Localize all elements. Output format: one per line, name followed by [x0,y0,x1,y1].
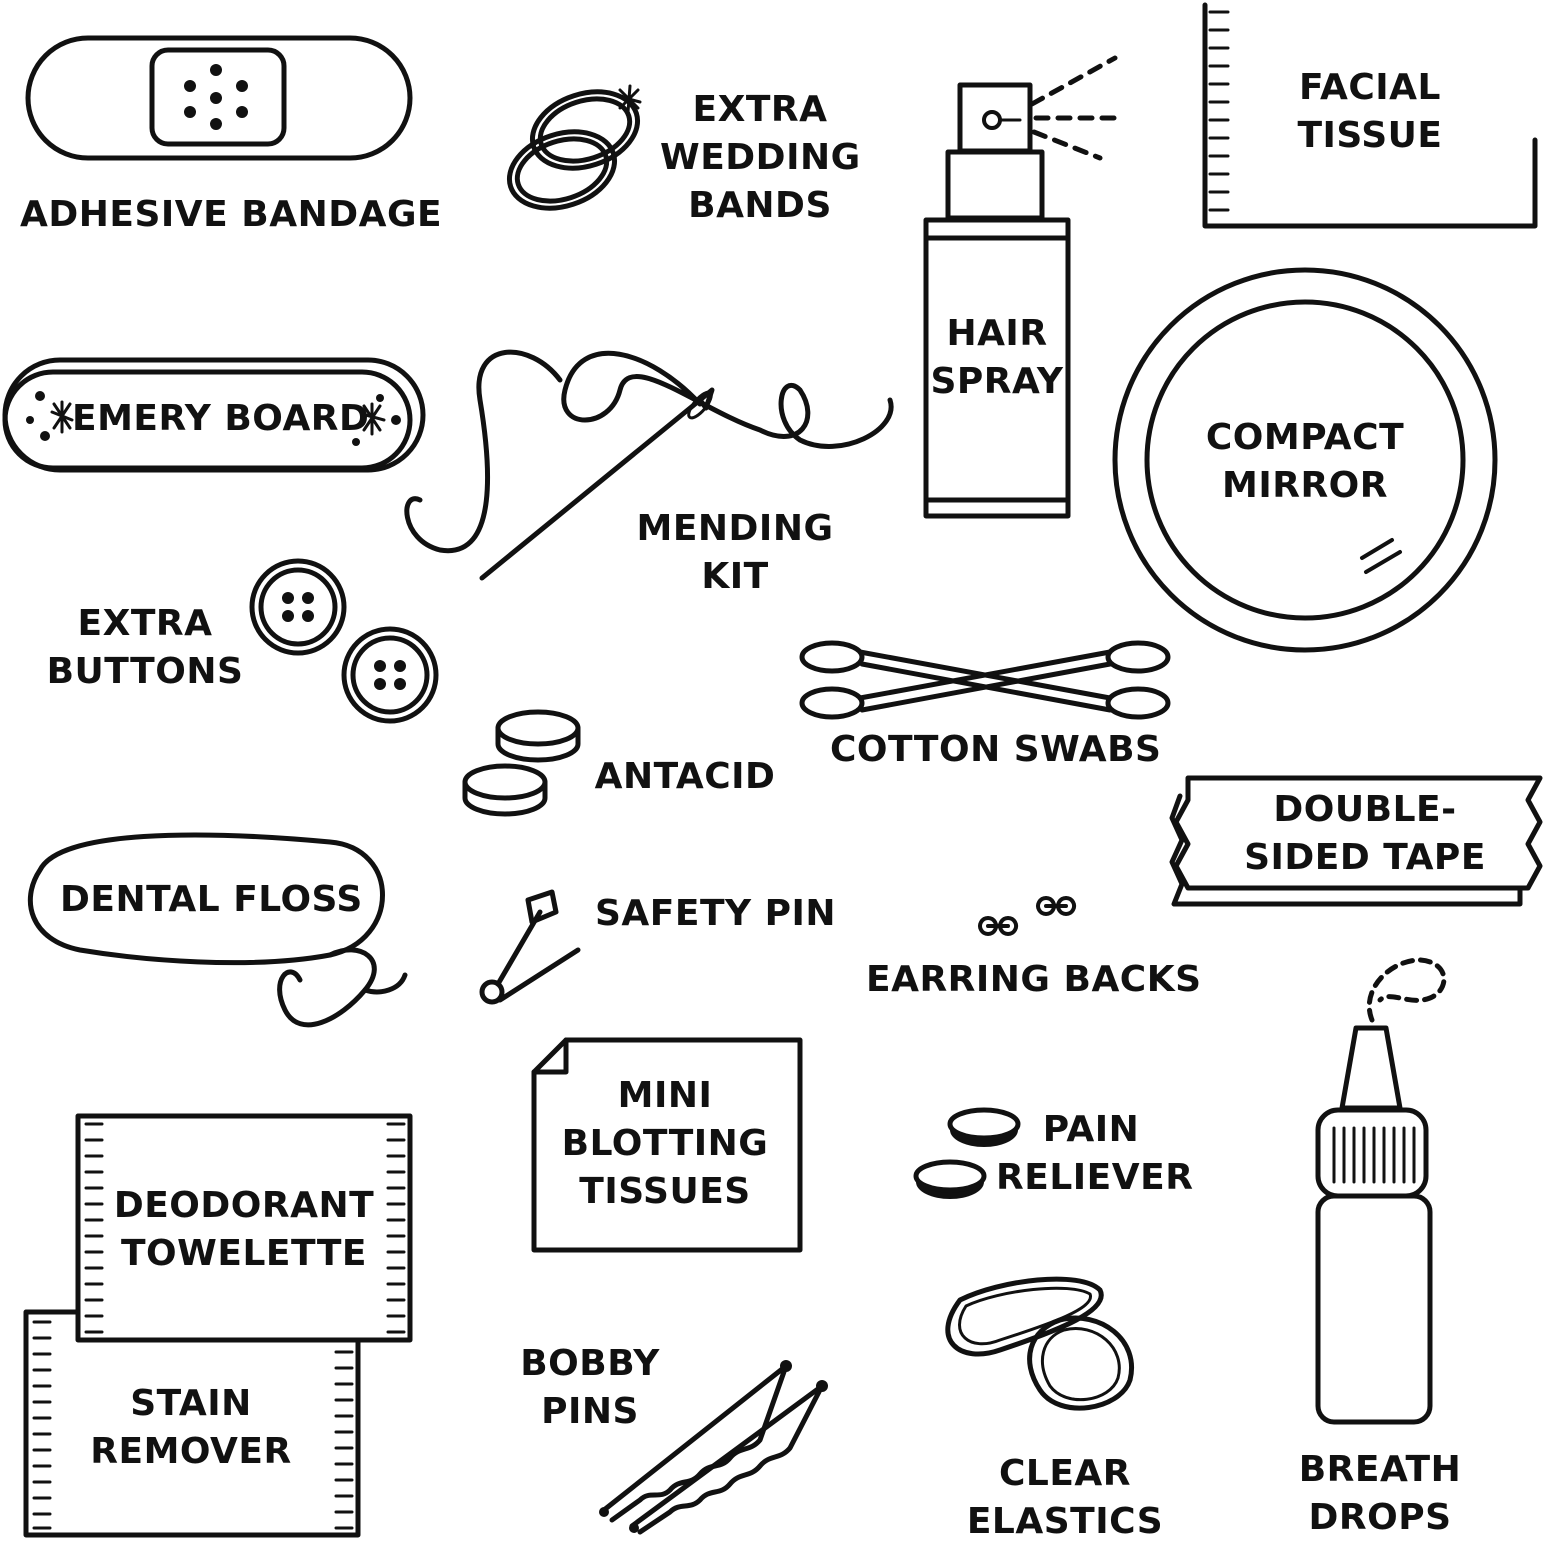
extra-buttons-icon [249,558,439,724]
facial-tissue-icon [1202,2,1538,229]
compact-mirror-icon [1112,267,1498,653]
pain-reliever-label: PAIN RELIEVER [996,1109,1194,1198]
double-sided-tape-label: DOUBLE- SIDED TAPE [1244,789,1486,878]
extra-buttons-label: EXTRA BUTTONS [46,603,244,692]
adhesive-bandage-label: ADHESIVE BANDAGE [20,194,443,235]
hair-spray-icon [923,55,1118,519]
stain-remover-label: STAIN REMOVER [90,1383,292,1472]
cotton-swabs-label: COTTON SWABS [830,729,1162,770]
safety-pin-label: SAFETY PIN [595,893,837,934]
breath-drops-icon [1315,957,1447,1425]
safety-pin-icon [479,889,581,1005]
dental-floss-icon [27,832,408,1028]
pain-reliever-icon [913,1107,1021,1199]
emery-board-icon [2,357,426,473]
dental-floss-label: DENTAL FLOSS [60,879,363,920]
deodorant-towelette-icon [75,1113,413,1343]
blotting-tissues-icon [531,1037,803,1253]
antacid-icon [462,709,581,817]
clear-elastics-label: CLEAR ELASTICS [966,1453,1164,1542]
cotton-swabs-icon [799,640,1171,720]
wedding-bands-icon [506,84,642,211]
earring-backs-icon [978,896,1076,936]
bobby-pins-label: BOBBY PINS [520,1343,660,1432]
blotting-tissues-label: MINI BLOTTING TISSUES [561,1075,769,1212]
emery-board-label: EMERY BOARD [72,398,370,439]
wedding-bands-label: EXTRA WEDDING BANDS [660,89,861,226]
stain-remover-icon [23,1309,361,1538]
double-sided-tape-icon [1169,775,1543,907]
adhesive-bandage-icon [25,35,413,161]
earring-backs-label: EARRING BACKS [866,959,1202,1000]
antacid-label: ANTACID [594,756,776,797]
clear-elastics-icon [945,1276,1134,1411]
bobby-pins-icon [599,1360,828,1535]
deodorant-towelette-label: DEODORANT TOWELETTE [113,1185,375,1274]
hair-spray-label: HAIR SPRAY [930,313,1064,402]
breath-drops-label: BREATH DROPS [1298,1449,1462,1538]
facial-tissue-label: FACIAL TISSUE [1297,67,1443,156]
mending-kit-label: MENDING KIT [636,508,834,597]
mending-kit-icon [404,349,894,581]
compact-mirror-label: COMPACT MIRROR [1205,417,1405,506]
